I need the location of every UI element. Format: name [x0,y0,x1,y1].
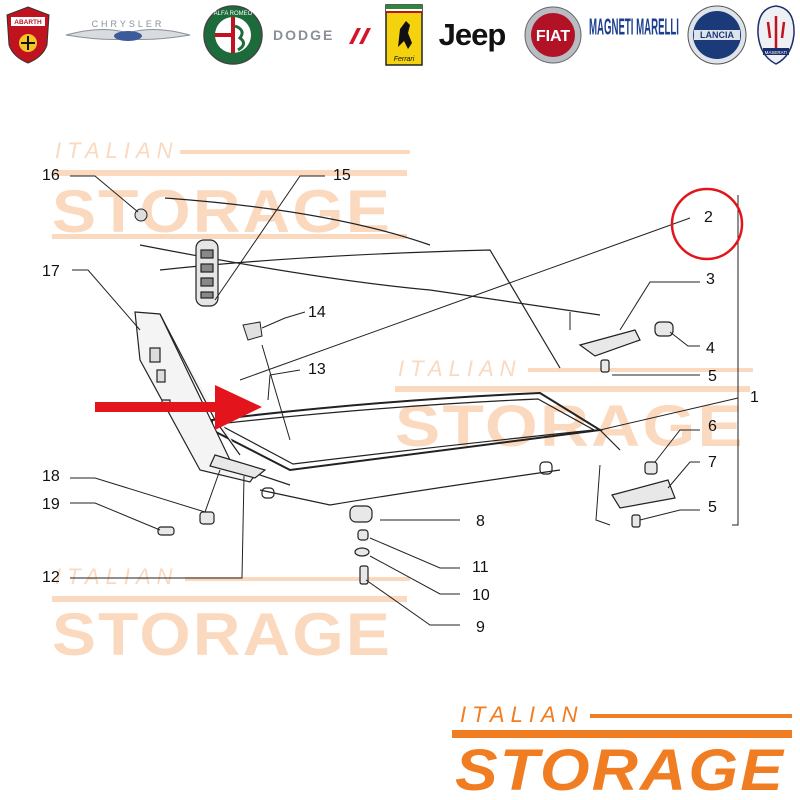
callout-4: 4 [706,340,715,357]
watermark-bottom-right-line1: ITALIAN [460,702,584,727]
alfa-romeo-logo: ALFA ROMEO [200,4,266,66]
nut-part-11 [357,529,369,541]
callout-8: 8 [476,513,485,530]
watermark-top: ITALIAN STORAGE [52,138,410,245]
screw-part-9 [359,565,369,585]
nut-part-6 [644,461,658,475]
fiat-logo-text: FIAT [536,28,571,45]
callout-13: 13 [308,361,326,378]
clip-part-14 [242,321,291,441]
hinge-lower [611,461,676,528]
dodge-logo: DODGE [270,4,376,66]
callout-10: 10 [472,587,490,604]
callout-14: 14 [308,304,326,321]
abarth-logo: ABARTH [2,4,54,66]
magneti-marelli-logo: MAGNETI MARELLI [586,4,682,66]
jeep-logo-text: Jeep [438,17,507,52]
callout-6: 6 [708,418,717,435]
alfa-romeo-logo-text: ALFA ROMEO [214,11,253,17]
callout-17: 17 [42,263,60,280]
clip-part-18 [199,511,215,525]
watermark-bottom-left-line1: ITALIAN [55,564,179,589]
screw-part-19 [157,526,175,536]
watermark-bottom-right: ITALIAN STORAGE [452,702,792,800]
lancia-logo-text: LANCIA [700,30,734,40]
bracket-part-12 [209,454,267,479]
callout-18: 18 [42,468,60,485]
callout-15: 15 [333,167,351,184]
ferrari-logo-text: Ferrari [394,56,415,63]
callout-5-upper: 5 [708,368,717,385]
callout-9: 9 [476,619,485,636]
buffer-part-8 [349,505,373,523]
callout-7: 7 [708,454,717,471]
magneti-marelli-logo-text: MAGNETI MARELLI [589,13,679,40]
callout-5-lower: 5 [708,499,717,516]
callout-11: 11 [472,559,489,576]
bushing-part-4 [654,321,674,337]
fiat-logo: FIAT [522,4,584,66]
watermark-bottom-left-line2: STORAGE [52,601,392,668]
callout-2: 2 [704,209,713,226]
maserati-logo-text: MASERATI [765,50,788,55]
callout-1: 1 [750,389,759,406]
chrysler-logo: CHRYSLER [62,4,194,66]
red-arrow [95,385,262,430]
brand-logo-bar: ABARTH CHRYSLER ALFA ROMEO DODGE [0,0,800,70]
hinge-upper [578,321,674,373]
watermark-middle: ITALIAN STORAGE [395,356,753,459]
maserati-logo: MASERATI [754,4,798,66]
callout-16: 16 [42,167,60,184]
dodge-logo-text: DODGE [273,27,334,43]
callout-19: 19 [42,496,60,513]
lancia-logo: LANCIA [684,4,750,66]
abarth-logo-text: ABARTH [14,19,42,26]
washer-part-10 [354,547,370,557]
watermark-middle-line1: ITALIAN [398,356,522,381]
bolt-part-5-lower [631,514,641,528]
watermark-bottom-right-line2: STORAGE [455,738,785,800]
bolt-part-5-upper [600,359,610,373]
callout-3: 3 [706,271,715,288]
leader-lines [70,175,739,626]
jeep-logo: Jeep [428,4,516,66]
callout-labels: 1 2 3 4 5 5 6 7 8 9 10 11 12 13 14 15 16… [42,167,759,636]
group-bracket [569,195,739,526]
chrysler-logo-text: CHRYSLER [92,19,165,29]
bracket-part-7 [611,479,676,509]
vent-grille [195,239,219,307]
watermark-top-line1: ITALIAN [55,138,179,163]
callout-12: 12 [42,569,60,586]
highlight-circle [670,187,744,261]
ferrari-logo: Ferrari [382,4,426,66]
lower-fasteners [157,454,373,585]
watermark-bottom-left: ITALIAN STORAGE [52,564,410,668]
watermark-top-line2: STORAGE [52,178,392,245]
